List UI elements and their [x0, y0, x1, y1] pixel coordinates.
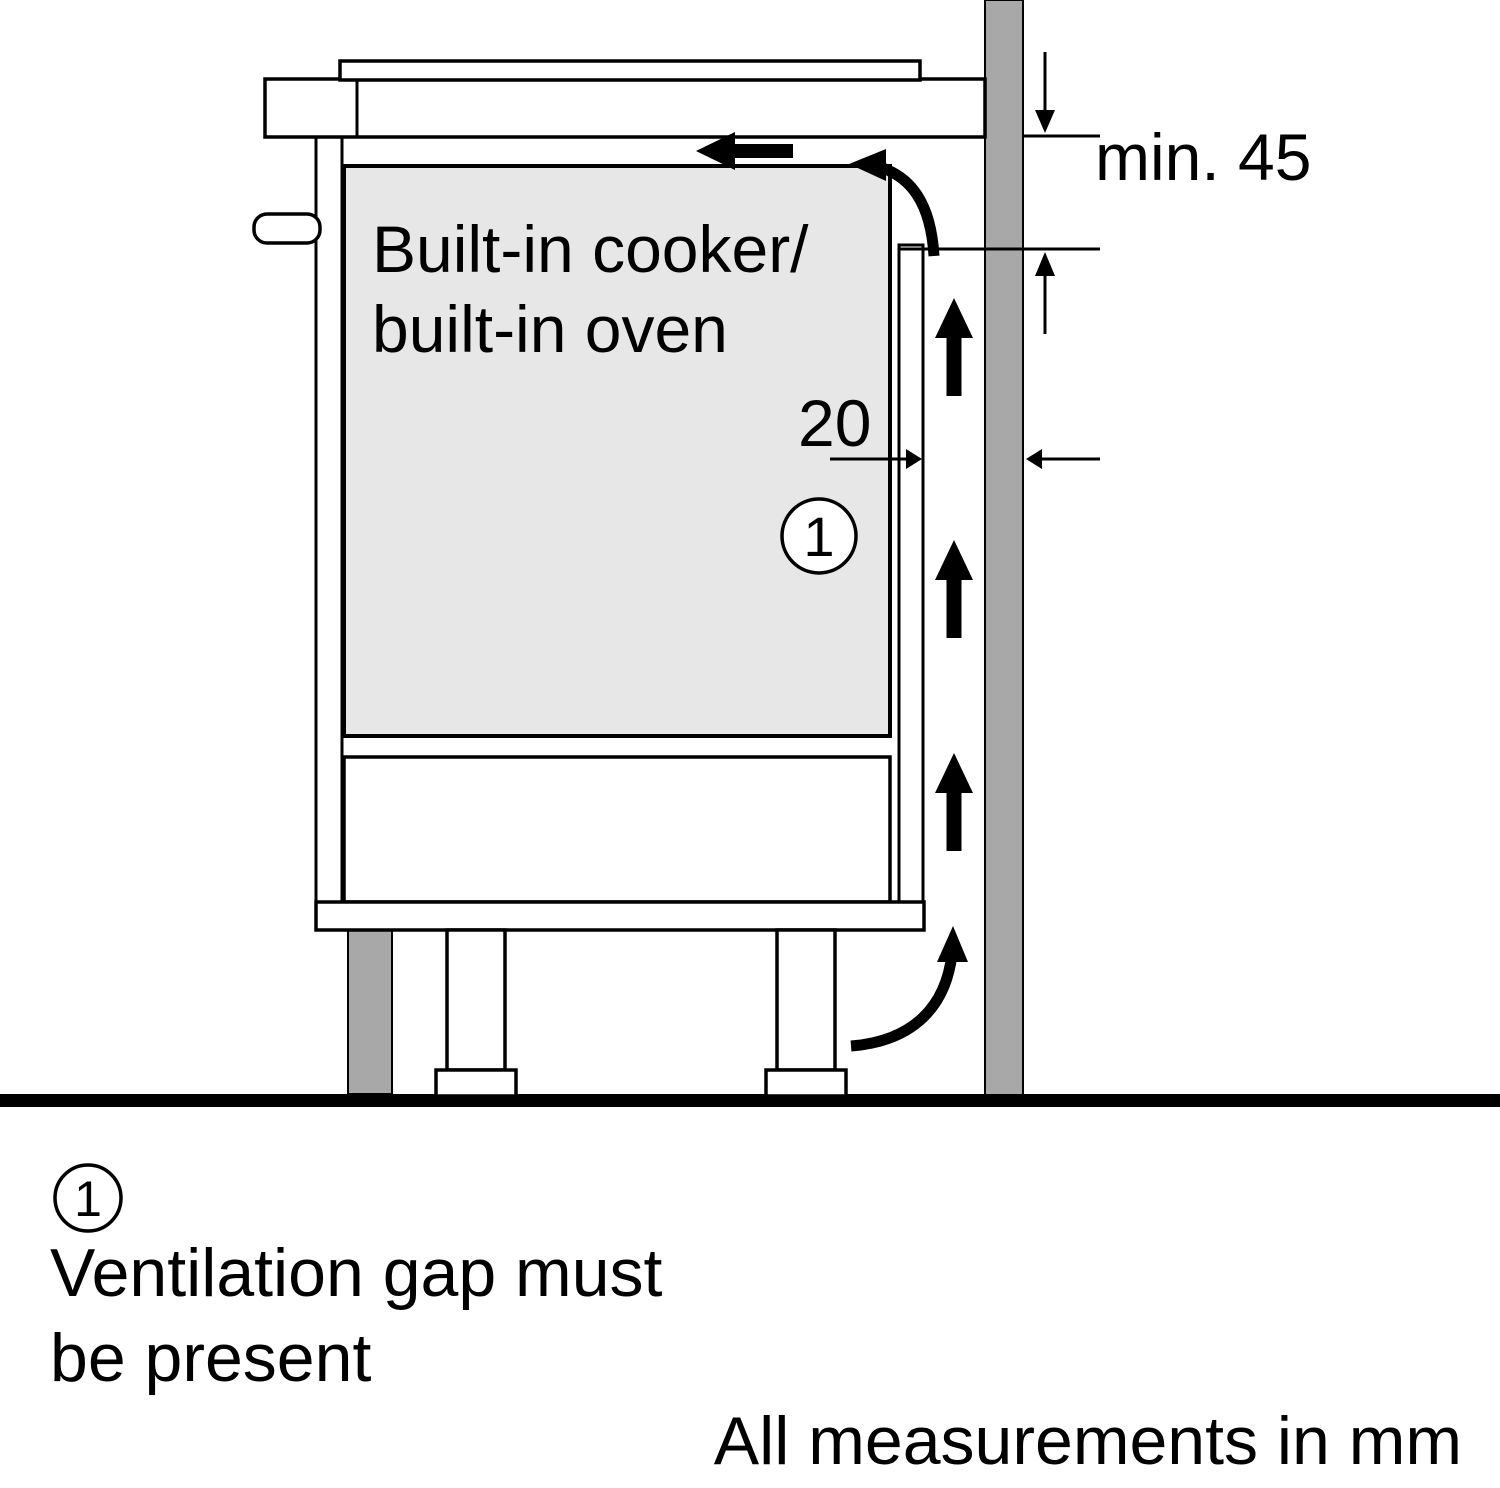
- appliance-foot-right: [764, 1068, 848, 1098]
- oven-body: [342, 164, 892, 738]
- wall-section: [984, 0, 1024, 1097]
- airflow-arrow-up-3: [935, 753, 973, 851]
- hob-panel: [338, 59, 922, 82]
- airflow-arrow-up-2: [935, 540, 973, 638]
- appliance-foot-left: [434, 1068, 518, 1098]
- cabinet-side-panel: [314, 133, 344, 932]
- legend-callout-1-circle: [53, 1163, 123, 1233]
- dimension-20-left-arrow-head: [1026, 449, 1042, 469]
- cabinet-base-panel: [314, 900, 926, 932]
- callout-1-circle: [780, 497, 858, 575]
- airflow-arrow-curved-bottom-head: [937, 926, 968, 962]
- dimension-min45-down-arrow-head: [1035, 110, 1055, 133]
- floor-line: [0, 1094, 1500, 1107]
- oven-label-line2: built-in oven: [372, 292, 728, 366]
- dimension-20-right-arrow-head: [906, 449, 922, 469]
- airflow-arrow-curved-bottom: [850, 953, 958, 1052]
- legend-callout-1-digit: 1: [74, 1171, 102, 1227]
- appliance-leg-left: [445, 928, 507, 1072]
- legend-note-line1: Ventilation gap must: [50, 1235, 663, 1311]
- oven-label-line1: Built-in cooker/: [372, 212, 809, 286]
- units-note: All measurements in mm: [714, 1403, 1462, 1479]
- legend-note-line2: be present: [50, 1320, 371, 1396]
- worktop: [263, 77, 987, 139]
- rear-ventilation-panel: [897, 243, 925, 932]
- dimension-20-label: 20: [798, 386, 871, 460]
- airflow-arrow-curved-top-head: [849, 149, 886, 181]
- dimension-min45-up-arrow-head: [1035, 252, 1055, 276]
- plinth-panel: [347, 929, 393, 1095]
- callout-1-digit: 1: [803, 505, 834, 568]
- dimension-min45-label: min. 45: [1095, 120, 1311, 194]
- airflow-arrow-left: [696, 132, 793, 170]
- appliance-leg-right: [775, 928, 837, 1072]
- oven-handle: [252, 212, 322, 245]
- airflow-arrow-up-1: [935, 298, 973, 396]
- oven-drawer: [342, 755, 892, 904]
